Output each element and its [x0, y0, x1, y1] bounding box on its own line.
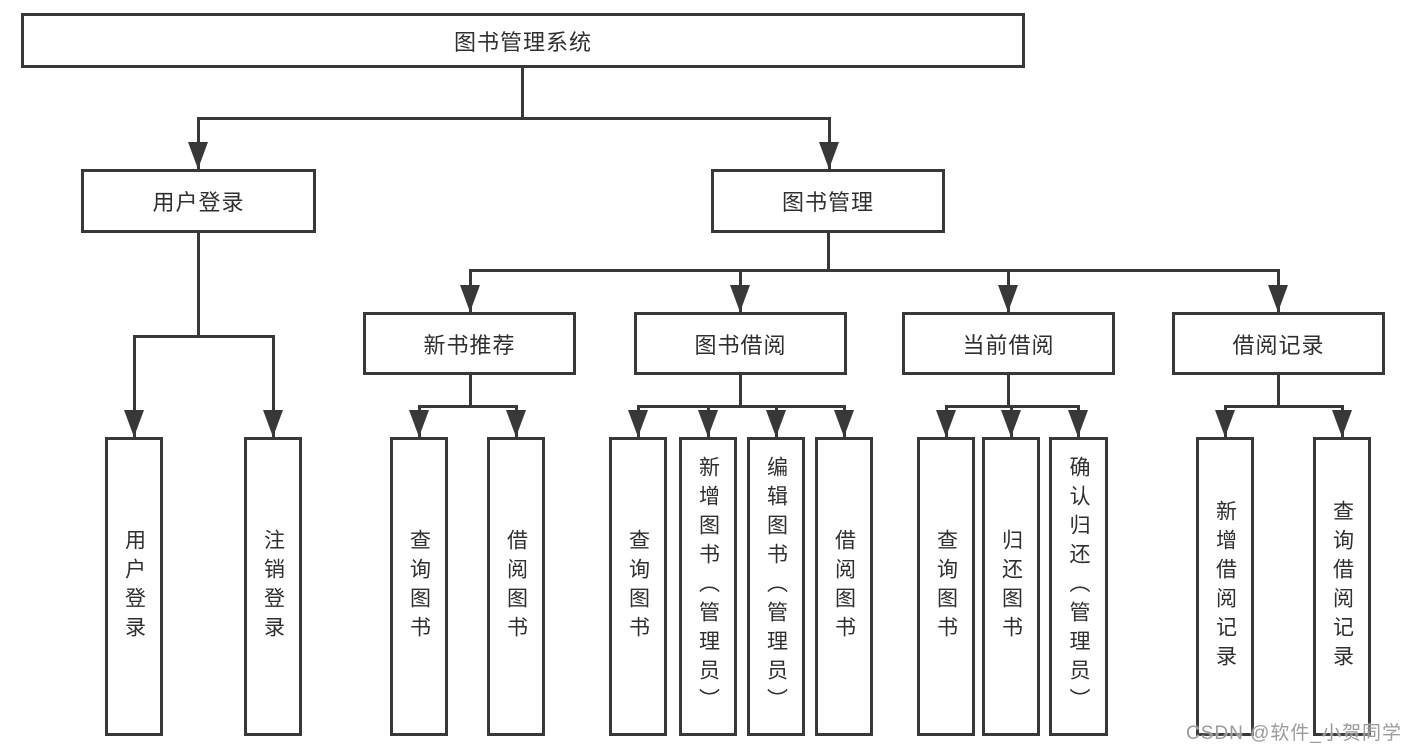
leaf-add-borrow-record: 新增借阅记录: [1196, 437, 1254, 736]
node-user-login: 用户登录: [81, 169, 316, 233]
leaf-label: 用户登录: [122, 528, 146, 645]
leaf-query-books-current: 查询图书: [917, 437, 975, 736]
connector-line: [197, 117, 831, 120]
leaf-add-book-admin: 新增图书（管理员）: [679, 437, 737, 736]
connector-line: [133, 335, 136, 437]
connector-line: [1225, 405, 1344, 408]
arrow-down-icon: [998, 285, 1018, 312]
leaf-label: 归还图书: [999, 528, 1023, 645]
arrow-down-icon: [188, 142, 208, 169]
connector-line: [946, 405, 1080, 408]
leaf-query-books-borrow: 查询图书: [609, 437, 667, 736]
connector-line: [469, 375, 472, 406]
arrow-down-icon: [460, 285, 480, 312]
arrow-down-icon: [819, 142, 839, 169]
arrow-down-icon: [936, 410, 956, 437]
node-book-management: 图书管理: [711, 169, 945, 233]
arrow-down-icon: [766, 410, 786, 437]
leaf-borrow-books: 借阅图书: [815, 437, 873, 736]
leaf-label: 确认归还（管理员）: [1067, 456, 1090, 717]
arrow-down-icon: [730, 285, 750, 312]
node-new-book-recommend: 新书推荐: [363, 312, 576, 375]
leaf-label: 查询图书: [934, 528, 958, 645]
arrow-down-icon: [1068, 410, 1088, 437]
node-borrowing-records: 借阅记录: [1172, 312, 1385, 375]
leaf-label: 新增借阅记录: [1213, 499, 1237, 674]
leaf-label: 借阅图书: [832, 528, 856, 645]
arrow-down-icon: [1332, 410, 1352, 437]
leaf-label: 编辑图书（管理员）: [764, 456, 788, 717]
leaf-label: 查询图书: [407, 528, 431, 645]
leaf-return-book: 归还图书: [982, 437, 1040, 736]
connector-line: [1277, 375, 1280, 406]
arrow-down-icon: [1001, 410, 1021, 437]
leaf-edit-book-admin: 编辑图书（管理员）: [747, 437, 805, 736]
watermark: CSDN @软件_小贺同学: [1186, 723, 1402, 744]
leaf-confirm-return-admin: 确认归还（管理员）: [1049, 437, 1108, 736]
arrow-down-icon: [698, 410, 718, 437]
arrow-down-icon: [834, 410, 854, 437]
arrow-down-icon: [1268, 285, 1288, 312]
arrow-down-icon: [1215, 410, 1235, 437]
arrow-down-icon: [263, 410, 283, 437]
arrow-down-icon: [506, 410, 526, 437]
connector-line: [521, 68, 524, 118]
connector-line: [197, 233, 200, 336]
leaf-query-books-recommend: 查询图书: [390, 437, 448, 736]
leaf-label: 新增图书（管理员）: [696, 456, 720, 717]
leaf-query-borrow-record: 查询借阅记录: [1313, 437, 1371, 736]
connector-line: [419, 405, 518, 408]
arrow-down-icon: [124, 410, 144, 437]
node-book-borrowing: 图书借阅: [634, 312, 847, 375]
leaf-label: 注销登录: [261, 528, 285, 645]
connector-line: [739, 375, 742, 406]
connector-line: [638, 405, 846, 408]
connector-line: [1007, 375, 1010, 406]
arrow-down-icon: [409, 410, 429, 437]
node-current-borrowing: 当前借阅: [902, 312, 1115, 375]
leaf-label: 查询借阅记录: [1330, 499, 1354, 674]
arrow-down-icon: [628, 410, 648, 437]
leaf-user-login: 用户登录: [105, 437, 163, 736]
leaf-logout: 注销登录: [244, 437, 302, 736]
leaf-label: 查询图书: [626, 528, 650, 645]
leaf-borrow-books-recommend: 借阅图书: [487, 437, 545, 736]
connector-line: [272, 335, 275, 437]
node-library-system: 图书管理系统: [21, 13, 1025, 68]
leaf-label: 借阅图书: [504, 528, 528, 645]
connector-line: [827, 233, 830, 270]
connector-line: [470, 269, 1279, 272]
connector-line: [133, 335, 275, 338]
